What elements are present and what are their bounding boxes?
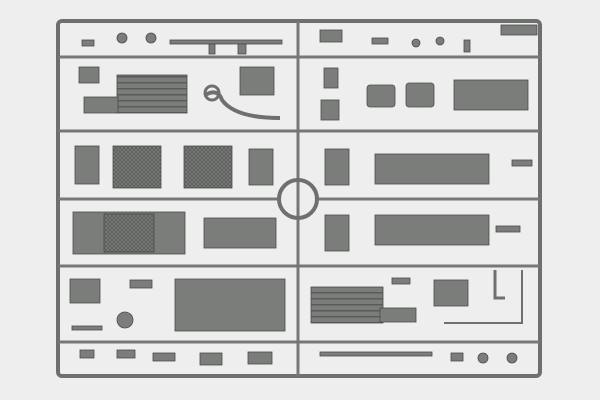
bottom-row-parts — [71, 311, 518, 366]
row2-parts — [78, 66, 529, 121]
row5-parts — [69, 270, 523, 332]
row4-parts — [72, 211, 521, 255]
row3-parts — [74, 145, 533, 189]
top-row-parts — [81, 24, 538, 55]
inner-runners — [58, 21, 540, 376]
center-ring — [277, 178, 319, 220]
